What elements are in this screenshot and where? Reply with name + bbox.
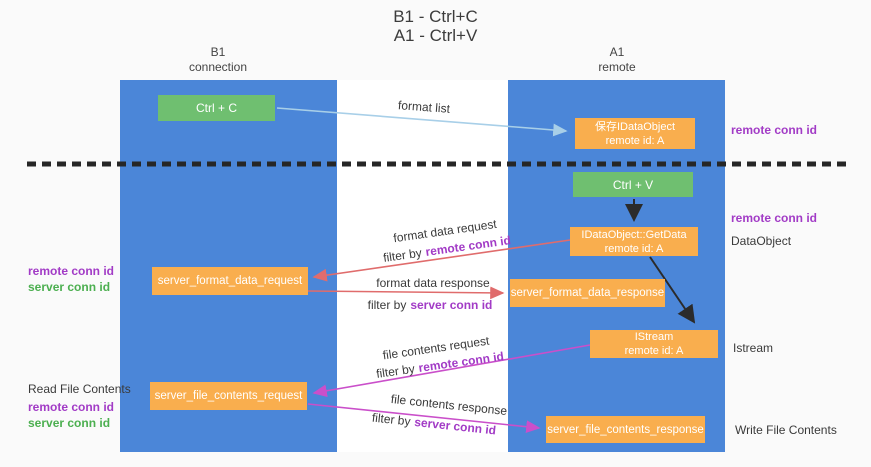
right-remote-conn-id-1: remote conn id (731, 123, 818, 137)
ctrl-v-box: Ctrl + V (573, 172, 693, 197)
title-line-1: B1 - Ctrl+C (393, 7, 478, 26)
write-file-contents-annotation: Write File Contents (735, 423, 837, 437)
left-remote-conn-id-1: remote conn id (28, 264, 115, 278)
server-format-data-response-box: server_format_data_response (510, 279, 665, 307)
server-format-data-request-label: server_format_data_request (157, 275, 303, 287)
ctrl-c-box: Ctrl + C (158, 95, 275, 121)
server-file-contents-response-label: server_file_contents_response (547, 423, 704, 436)
dataobject-annotation: DataObject (731, 234, 792, 248)
column-b1-name: B1 (210, 45, 226, 59)
server-file-contents-request-label: server_file_contents_request (154, 390, 303, 402)
filter-by-text: filter by (367, 298, 407, 312)
column-header-a1: A1 remote (557, 45, 677, 75)
server-format-data-response-label: server_format_data_response (510, 287, 665, 299)
column-a1-role: remote (598, 60, 636, 74)
format-data-response-label: format data response (376, 276, 490, 290)
ctrl-c-label: Ctrl + C (195, 101, 237, 115)
title-line-2: A1 - Ctrl+V (393, 26, 478, 45)
save-idataobject-box: 保存IDataObject remote id: A (575, 118, 695, 149)
istream-box: IStream remote id: A (590, 330, 718, 358)
idataobject-getdata-box: IDataObject::GetData remote id: A (570, 227, 698, 256)
idataobject-getdata-line2: remote id: A (604, 242, 664, 255)
server-file-contents-request-box: server_file_contents_request (150, 382, 307, 410)
istream-annotation: Istream (733, 341, 774, 355)
left-remote-conn-id-2: remote conn id (28, 400, 115, 414)
left-server-conn-id-1: server conn id (28, 280, 111, 294)
save-idataobject-line2: remote id: A (605, 134, 665, 147)
right-remote-conn-id-2: remote conn id (731, 211, 818, 225)
idataobject-getdata-line1: IDataObject::GetData (581, 228, 687, 241)
save-idataobject-line1: 保存IDataObject (594, 120, 676, 133)
server-format-data-request-box: server_format_data_request (152, 267, 308, 295)
istream-line1: IStream (634, 331, 674, 343)
page-title: B1 - Ctrl+C A1 - Ctrl+V (0, 7, 871, 45)
istream-line2: remote id: A (624, 345, 684, 357)
left-server-conn-id-2: server conn id (28, 416, 111, 430)
ctrl-v-label: Ctrl + V (612, 177, 654, 192)
column-b1-role: connection (188, 60, 248, 74)
server-file-contents-response-box: server_file_contents_response (546, 416, 705, 443)
column-header-b1: B1 connection (158, 45, 278, 75)
column-a1-name: A1 (609, 45, 625, 59)
server-conn-id-text: server conn id (410, 298, 493, 312)
read-file-contents-annotation: Read File Contents (28, 382, 131, 396)
